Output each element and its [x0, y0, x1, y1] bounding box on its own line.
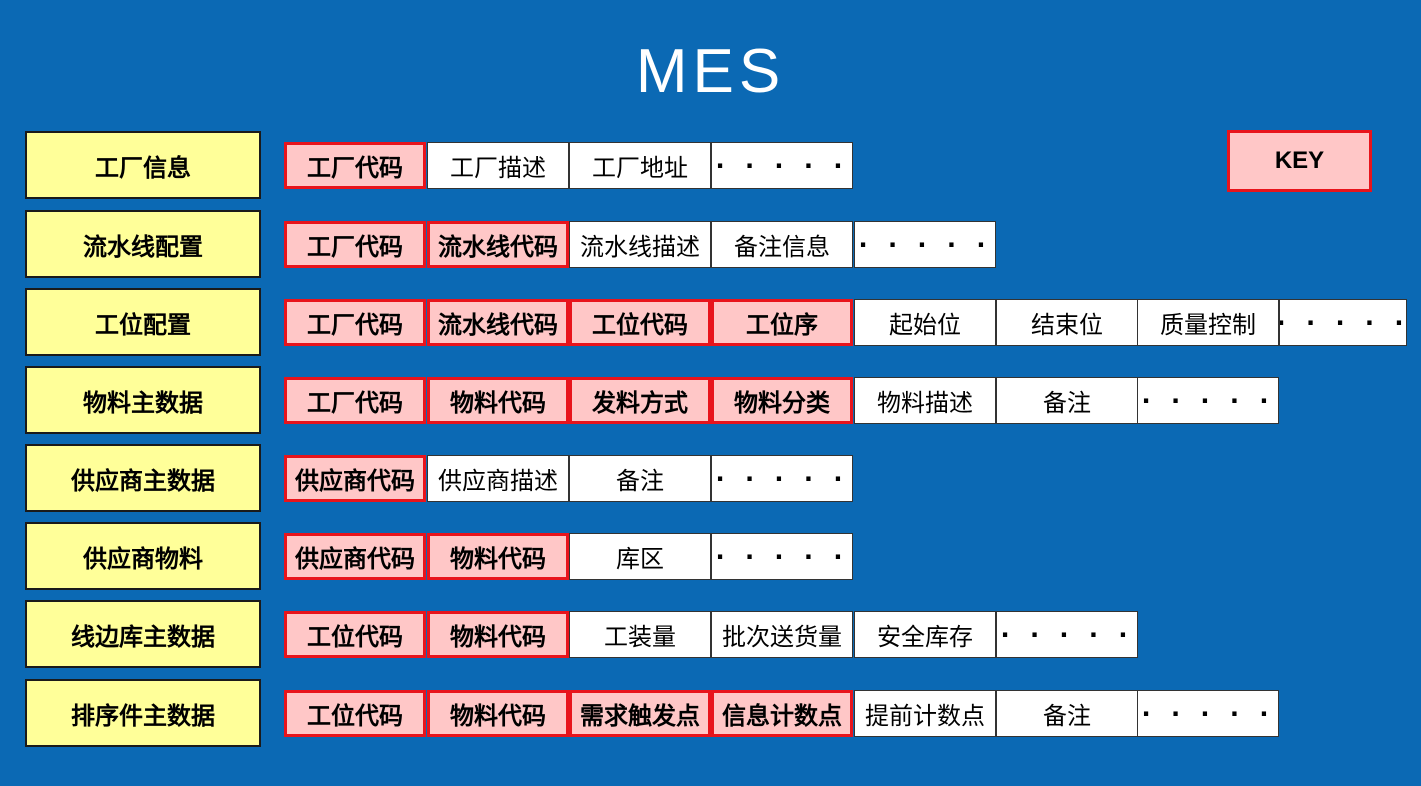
entity-label: 工厂信息 [25, 131, 261, 199]
entity-label: 供应商主数据 [25, 444, 261, 512]
ellipsis-cell: · · · · · [1137, 377, 1279, 424]
ellipsis-cell: · · · · · [711, 142, 853, 189]
attribute-field-cell: 备注 [996, 690, 1138, 737]
entity-label: 工位配置 [25, 288, 261, 356]
key-field-cell: 工厂代码 [284, 142, 426, 189]
key-field-cell: 工位代码 [284, 690, 426, 737]
key-field-cell: 工厂代码 [284, 299, 426, 346]
ellipsis-cell: · · · · · [711, 533, 853, 580]
page-title: MES [635, 37, 786, 106]
entity-label: 线边库主数据 [25, 600, 261, 668]
entity-label: 流水线配置 [25, 210, 261, 278]
attribute-field-cell: 物料描述 [854, 377, 996, 424]
ellipsis-cell: · · · · · [996, 611, 1138, 658]
key-field-cell: 工位代码 [569, 299, 711, 346]
ellipsis-cell: · · · · · [1137, 690, 1279, 737]
attribute-field-cell: 安全库存 [854, 611, 996, 658]
attribute-field-cell: 流水线描述 [569, 221, 711, 268]
key-field-cell: 物料代码 [427, 611, 569, 658]
key-field-cell: 物料分类 [711, 377, 853, 424]
attribute-field-cell: 工厂地址 [569, 142, 711, 189]
key-field-cell: 发料方式 [569, 377, 711, 424]
attribute-field-cell: 备注 [569, 455, 711, 502]
key-field-cell: 工位代码 [284, 611, 426, 658]
attribute-field-cell: 提前计数点 [854, 690, 996, 737]
ellipsis-cell: · · · · · [854, 221, 996, 268]
entity-label: 排序件主数据 [25, 679, 261, 747]
attribute-field-cell: 备注 [996, 377, 1138, 424]
key-field-cell: 物料代码 [427, 533, 569, 580]
key-field-cell: 信息计数点 [711, 690, 853, 737]
attribute-field-cell: 起始位 [854, 299, 996, 346]
attribute-field-cell: 质量控制 [1137, 299, 1279, 346]
key-field-cell: 工厂代码 [284, 221, 426, 268]
attribute-field-cell: 工厂描述 [427, 142, 569, 189]
key-field-cell: 工位序 [711, 299, 853, 346]
entity-label: 供应商物料 [25, 522, 261, 590]
key-field-cell: 物料代码 [427, 377, 569, 424]
attribute-field-cell: 备注信息 [711, 221, 853, 268]
attribute-field-cell: 供应商描述 [427, 455, 569, 502]
ellipsis-cell: · · · · · [1279, 299, 1407, 346]
key-field-cell: 供应商代码 [284, 533, 426, 580]
key-field-cell: 供应商代码 [284, 455, 426, 502]
key-field-cell: 需求触发点 [569, 690, 711, 737]
attribute-field-cell: 批次送货量 [711, 611, 853, 658]
key-field-cell: 流水线代码 [427, 299, 569, 346]
legend-key-box: KEY [1227, 130, 1372, 192]
attribute-field-cell: 结束位 [996, 299, 1138, 346]
key-field-cell: 物料代码 [427, 690, 569, 737]
key-field-cell: 工厂代码 [284, 377, 426, 424]
key-field-cell: 流水线代码 [427, 221, 569, 268]
entity-label: 物料主数据 [25, 366, 261, 434]
attribute-field-cell: 库区 [569, 533, 711, 580]
ellipsis-cell: · · · · · [711, 455, 853, 502]
attribute-field-cell: 工装量 [569, 611, 711, 658]
